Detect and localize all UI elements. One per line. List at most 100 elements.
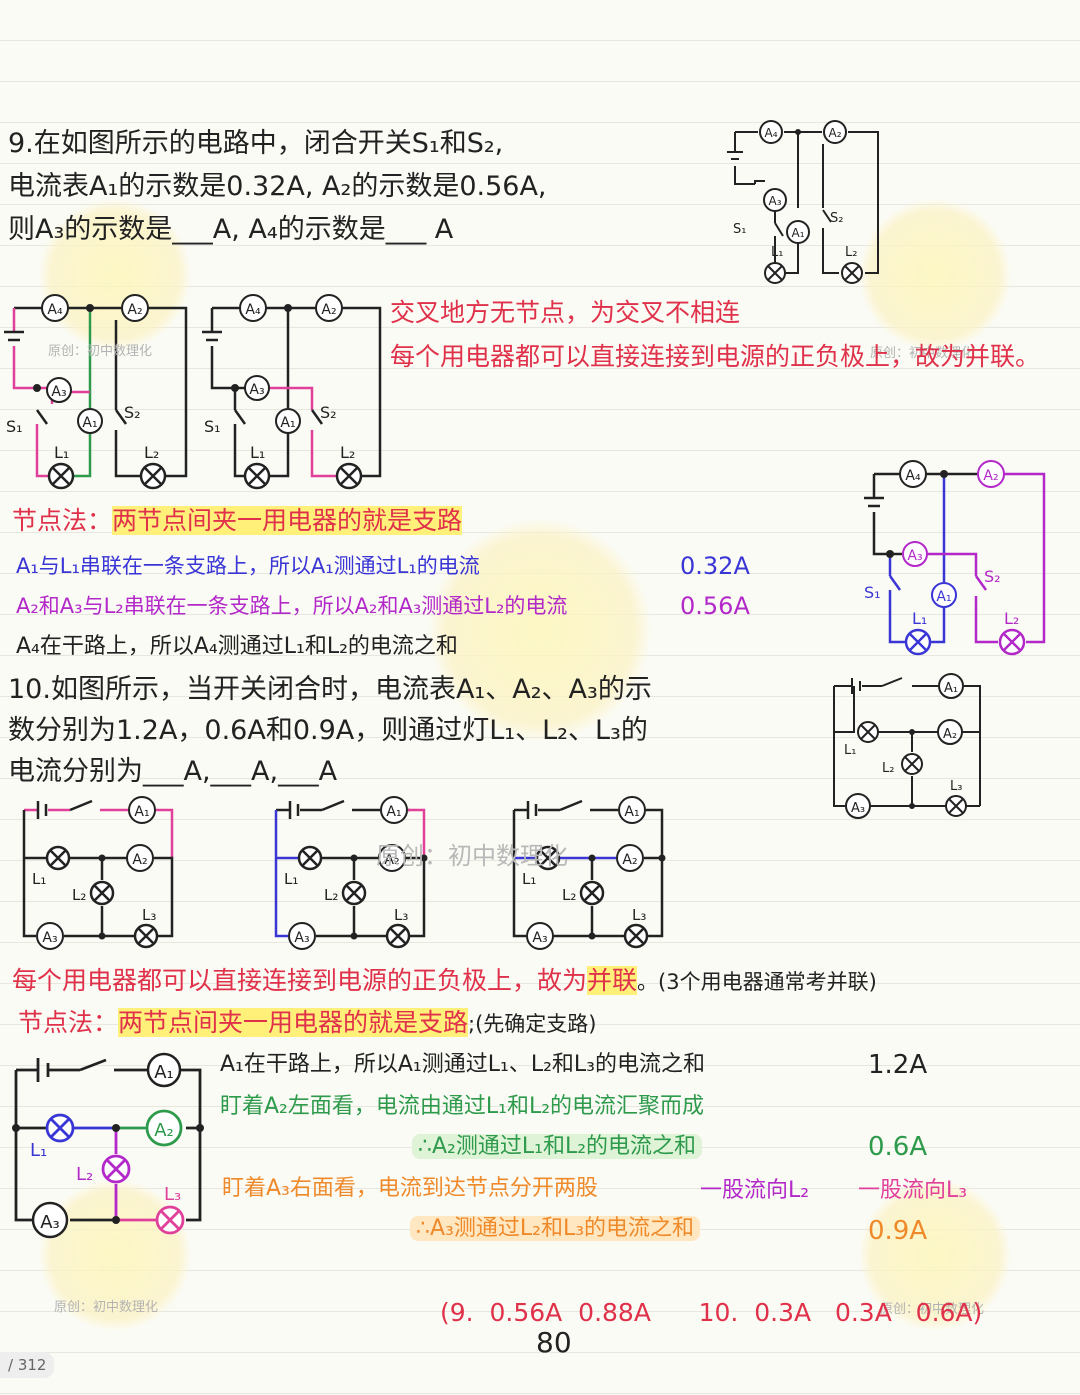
svg-text:L₁: L₁ (912, 609, 927, 628)
svg-text:L₁: L₁ (30, 1140, 47, 1161)
lamp-icon (623, 923, 649, 949)
lamp-icon (341, 880, 367, 906)
watermark-text: 原创：初中数理化 (870, 346, 975, 361)
svg-text:L₁: L₁ (284, 870, 298, 888)
svg-text:S₂: S₂ (124, 403, 141, 422)
svg-text:A₁: A₁ (791, 226, 804, 240)
svg-text:L₃: L₃ (394, 906, 408, 924)
q10-note-parallel: 每个用电器都可以直接连接到电源的正负极上，故为并联。(3个用电器通常考并联) (12, 966, 877, 995)
watermark-emoji (860, 200, 1010, 350)
svg-text:A₁: A₁ (624, 804, 639, 820)
watermark-emoji (430, 520, 650, 740)
q9-a4-explain: A₄在干路上，所以A₄测通过L₁和L₂的电流之和 (16, 634, 458, 659)
svg-text:L₃: L₃ (632, 906, 646, 924)
q10-circuit-colored-b: A₁ A₂ A₃ L₁ L₂ L₃ (274, 796, 428, 950)
q9-circuit-colored-b: A₄ A₂ A₃ A₁ S₁ S₂ L₁ L₂ (202, 294, 382, 490)
q9-note-cross: 交叉地方无节点，为交叉不相连 (390, 298, 741, 327)
svg-text:L₁: L₁ (771, 245, 783, 260)
svg-text:L₂: L₂ (324, 886, 338, 904)
svg-text:L₂: L₂ (1004, 609, 1019, 628)
svg-text:L₃: L₃ (950, 779, 962, 794)
svg-text:A₃: A₃ (249, 382, 264, 398)
svg-text:A₁: A₁ (154, 1062, 174, 1083)
lamp-icon (139, 462, 167, 490)
lamp-icon (101, 1154, 131, 1184)
ammeter-icon: A₄ (759, 120, 783, 144)
q10-a3-conclusion: ∴A₃测通过L₂和L₃的电流之和 (410, 1216, 701, 1241)
ammeter-icon: A₃ (36, 922, 64, 950)
lamp-icon (47, 462, 75, 490)
q9-line3: 则A₃的示数是___A, A₄的示数是___ A (8, 214, 454, 245)
page-indicator: / 312 (0, 1352, 55, 1378)
q10-circuit-annotated: A₁ A₂ A₃ L₁ L₂ L₃ (12, 1052, 204, 1239)
svg-text:L₃: L₃ (142, 906, 156, 924)
svg-text:A₁: A₁ (386, 804, 401, 820)
svg-text:A₄: A₄ (764, 126, 777, 140)
ammeter-icon: A₂ (126, 844, 154, 872)
ammeter-icon: A₃ (288, 922, 316, 950)
highlight-text: 两节点间夹一用电器的就是支路 (112, 506, 463, 535)
lamp-icon (155, 1205, 185, 1235)
svg-text:L₂: L₂ (882, 761, 894, 776)
lamp-icon (133, 923, 159, 949)
lamp-icon (841, 262, 863, 284)
watermark-text: 原创：初中数理化 (48, 344, 153, 359)
q9-circuit-colored-c: A₄ A₂ A₃ A₁ S₁ S₂ L₁ L₂ (864, 460, 1046, 656)
lamp-icon (535, 845, 561, 871)
q9-a1-explain: A₁与L₁串联在一条支路上，所以A₁测通过L₁的电流 (16, 554, 480, 578)
ammeter-icon: A₂ (937, 719, 963, 745)
ammeter-icon: A₃ (46, 377, 72, 403)
q9-a23-explain: A₂和A₃与L₂串联在一条支路上，所以A₂和A₃测通过L₂的电流 (16, 594, 568, 618)
svg-text:L₁: L₁ (32, 870, 46, 888)
lamp-icon (857, 721, 879, 743)
lamp-icon (89, 880, 115, 906)
q10-a1-explain: A₁在干路上，所以A₁测通过L₁、L₂和L₃的电流之和 (220, 1052, 705, 1077)
q10-line1: 10.如图所示，当开关闭合时，电流表A₁、A₂、A₃的示 (8, 674, 652, 705)
q9-node-method: 节点法：两节点间夹一用电器的就是支路 (12, 506, 463, 535)
svg-text:L₁: L₁ (522, 870, 536, 888)
q10-circuit: A₁ A₂ A₃ L₁ L₂ L₃ (833, 673, 981, 819)
lamp-icon (243, 462, 271, 490)
svg-text:L₂: L₂ (845, 245, 857, 260)
svg-text:L₂: L₂ (340, 443, 355, 462)
lamp-icon (945, 795, 967, 817)
q9-note-parallel: 每个用电器都可以直接连接到电源的正负极上，故为并联。 (390, 342, 1041, 371)
ammeter-icon: A₄ (239, 294, 267, 322)
svg-text:A₃: A₃ (42, 930, 57, 946)
svg-text:A₁: A₁ (280, 415, 295, 431)
lamp-icon (998, 628, 1026, 656)
ammeter-icon: A₃ (31, 1201, 69, 1239)
watermark-emoji (860, 1180, 1010, 1330)
q9-a23-value: 0.56A (680, 592, 750, 620)
svg-text:L₂: L₂ (72, 886, 86, 904)
svg-text:A₃: A₃ (768, 194, 781, 208)
ammeter-icon: A₂ (145, 1109, 183, 1147)
q10-a2-value: 0.6A (868, 1132, 928, 1162)
q10-a2-look: 盯着A₂左面看，电流由通过L₁和L₂的电流汇聚而成 (220, 1094, 705, 1119)
svg-text:L₁: L₁ (844, 743, 856, 758)
svg-text:S₂: S₂ (320, 403, 337, 422)
svg-text:L₃: L₃ (164, 1184, 181, 1205)
svg-text:A₂: A₂ (132, 852, 147, 868)
q9-line1: 9.在如图所示的电路中，闭合开关S₁和S₂, (8, 128, 504, 159)
ammeter-icon: A₁ (938, 673, 964, 699)
q10-line3: 电流分别为___A,___A,___A (8, 756, 338, 787)
lamp-icon (904, 628, 932, 656)
q9-a1-value: 0.32A (680, 552, 750, 580)
highlight-text: 并联 (587, 966, 638, 995)
svg-text:L₂: L₂ (562, 886, 576, 904)
q10-circuit-colored-c: A₁ A₂ A₃ L₁ L₂ L₃ (512, 796, 666, 950)
lamp-icon (764, 262, 786, 284)
svg-text:A₂: A₂ (154, 1120, 174, 1141)
ammeter-icon: A₁ (275, 408, 301, 434)
svg-text:L₂: L₂ (144, 443, 159, 462)
ammeter-icon: A₂ (616, 844, 644, 872)
ammeter-icon: A₃ (526, 922, 554, 950)
svg-text:A₃: A₃ (51, 384, 66, 400)
q9-line2: 电流表A₁的示数是0.32A, A₂的示数是0.56A, (8, 171, 547, 202)
svg-text:A₂: A₂ (943, 727, 957, 742)
ammeter-icon: A₄ (41, 294, 69, 322)
svg-text:A₂: A₂ (983, 468, 998, 484)
svg-text:A₂: A₂ (127, 302, 142, 318)
svg-text:A₁: A₁ (134, 804, 149, 820)
